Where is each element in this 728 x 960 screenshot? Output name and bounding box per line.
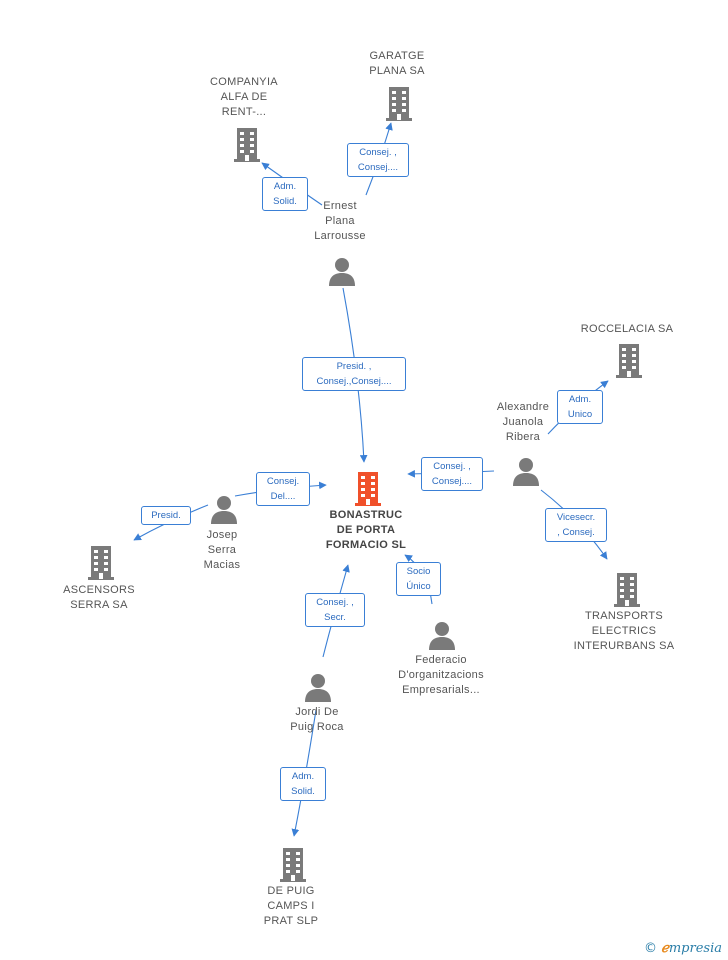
role-alexandre-transports[interactable]: Vicesecr. , Consej.: [545, 508, 607, 542]
role-josep-center[interactable]: Consej. Del....: [256, 472, 310, 506]
ernest-label[interactable]: Ernest Plana Larrousse: [314, 200, 366, 242]
transports-label[interactable]: TRANSPORTS ELECTRICS INTERURBANS SA: [573, 610, 675, 652]
role-ernest-garatge[interactable]: Consej. , Consej....: [347, 143, 409, 177]
josep-label[interactable]: Josep Serra Macias: [203, 529, 241, 571]
federacio-person-icon[interactable]: [422, 616, 462, 656]
role-ernest-center[interactable]: Presid. , Consej.,Consej....: [302, 357, 406, 391]
alexandre-label[interactable]: Alexandre Juanola Ribera: [496, 401, 550, 443]
role-federacio-center[interactable]: Socio Único: [396, 562, 441, 596]
garatge-label[interactable]: GARATGE PLANA SA: [369, 50, 425, 77]
empresia-logo: © ℯmpresia: [644, 941, 722, 956]
ernest-person-icon[interactable]: [322, 252, 362, 292]
role-alexandre-roccelacia[interactable]: Adm. Unico: [557, 390, 603, 424]
companyia-label[interactable]: COMPANYIA ALFA DE RENT-...: [210, 76, 278, 118]
garatge-building-icon[interactable]: [379, 83, 419, 123]
ascensors-building-icon[interactable]: [81, 542, 121, 582]
jordi-label[interactable]: Jordi De Puig Roca: [290, 706, 344, 733]
center-label[interactable]: BONASTRUC DE PORTA FORMACIO SL: [325, 509, 407, 551]
role-ernest-companyia[interactable]: Adm. Solid.: [262, 177, 308, 211]
companyia-building-icon[interactable]: [227, 124, 267, 164]
role-josep-ascensors[interactable]: Presid.: [141, 506, 191, 525]
role-jordi-depuig[interactable]: Adm. Solid.: [280, 767, 326, 801]
alexandre-person-icon[interactable]: [506, 452, 546, 492]
ascensors-label[interactable]: ASCENSORS SERRA SA: [63, 584, 135, 611]
transports-building-icon[interactable]: [607, 569, 647, 609]
depuig-building-icon[interactable]: [273, 844, 313, 884]
roccelacia-building-icon[interactable]: [609, 340, 649, 380]
roccelacia-label[interactable]: ROCCELACIA SA: [580, 323, 674, 335]
center-building-icon[interactable]: [348, 468, 388, 508]
jordi-person-icon[interactable]: [298, 668, 338, 708]
role-alexandre-center[interactable]: Consej. , Consej....: [421, 457, 483, 491]
federacio-label[interactable]: Federacio D'organitzacions Empresarials.…: [398, 654, 484, 696]
role-jordi-center[interactable]: Consej. , Secr.: [305, 593, 365, 627]
josep-person-icon[interactable]: [204, 490, 244, 530]
depuig-label[interactable]: DE PUIG CAMPS I PRAT SLP: [263, 885, 319, 927]
